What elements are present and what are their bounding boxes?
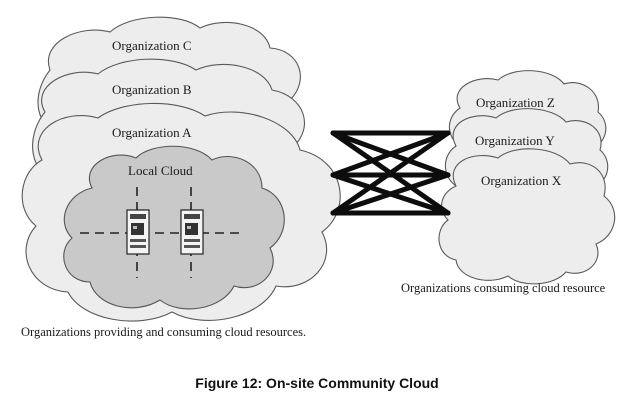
consumers-note: Organizations consuming cloud resource [401, 281, 606, 295]
providers-note: Organizations providing and consuming cl… [21, 325, 306, 339]
label-local-cloud: Local Cloud [128, 163, 193, 178]
connection-lines [330, 130, 451, 216]
server-icon-1 [126, 209, 150, 255]
label-org-c: Organization C [112, 38, 192, 53]
label-org-x: Organization X [481, 173, 562, 188]
label-org-b: Organization B [112, 82, 192, 97]
local-cloud-shape [63, 145, 285, 310]
consumer-clouds [438, 70, 616, 285]
figure-caption: Figure 12: On-site Community Cloud [195, 375, 438, 391]
label-org-z: Organization Z [476, 95, 555, 110]
server-icon-2 [180, 209, 204, 255]
label-org-a: Organization A [112, 125, 192, 140]
cloud-org-x [438, 148, 616, 285]
label-org-y: Organization Y [475, 133, 555, 148]
